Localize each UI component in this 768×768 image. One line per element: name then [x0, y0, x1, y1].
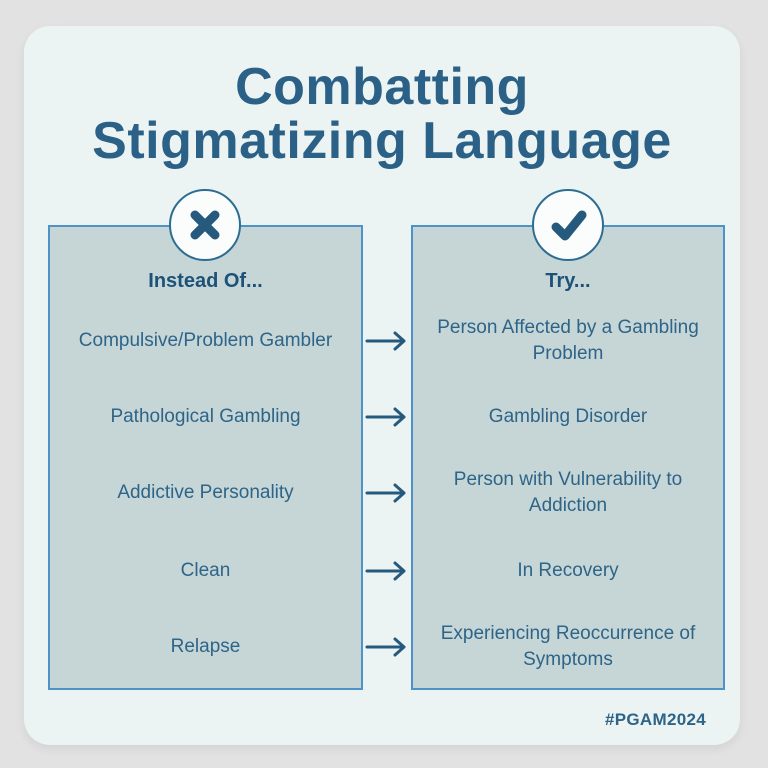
page-title: Combatting Stigmatizing Language — [24, 60, 740, 168]
hashtag-label: #PGAM2024 — [605, 710, 706, 729]
try-item-5: Experiencing Reoccurrence of Symptoms — [440, 623, 696, 670]
right-arrow-icon — [365, 637, 406, 657]
right-arrow-icon — [365, 483, 406, 503]
check-icon — [551, 210, 587, 241]
right-arrow-icon — [365, 407, 406, 427]
instead-item-2: Pathological Gambling — [110, 406, 301, 427]
try-item-1: Person Affected by a Gambling Problem — [437, 317, 699, 364]
try-column — [411, 225, 725, 690]
instead-item-3: Addictive Personality — [117, 482, 294, 503]
right-arrow-icon — [365, 331, 406, 351]
page-title-line2: Stigmatizing Language — [92, 112, 672, 170]
try-header: Try... — [545, 270, 591, 292]
x-icon — [190, 210, 220, 240]
x-icon-badge — [169, 189, 241, 261]
instead-item-1: Compulsive/Problem Gambler — [78, 330, 333, 351]
try-item-3: Person with Vulnerability to Addiction — [453, 469, 683, 516]
instead-of-column — [48, 225, 363, 690]
try-item-4: In Recovery — [517, 560, 619, 581]
right-arrow-icon — [365, 561, 406, 581]
infographic-card: Combatting Stigmatizing Language Instead… — [24, 26, 740, 745]
instead-of-header: Instead Of... — [148, 270, 263, 292]
instead-item-4: Clean — [180, 560, 231, 581]
instead-item-5: Relapse — [170, 636, 241, 657]
page-title-line1: Combatting — [235, 58, 529, 116]
try-item-2: Gambling Disorder — [488, 406, 648, 427]
check-icon-badge — [532, 189, 604, 261]
